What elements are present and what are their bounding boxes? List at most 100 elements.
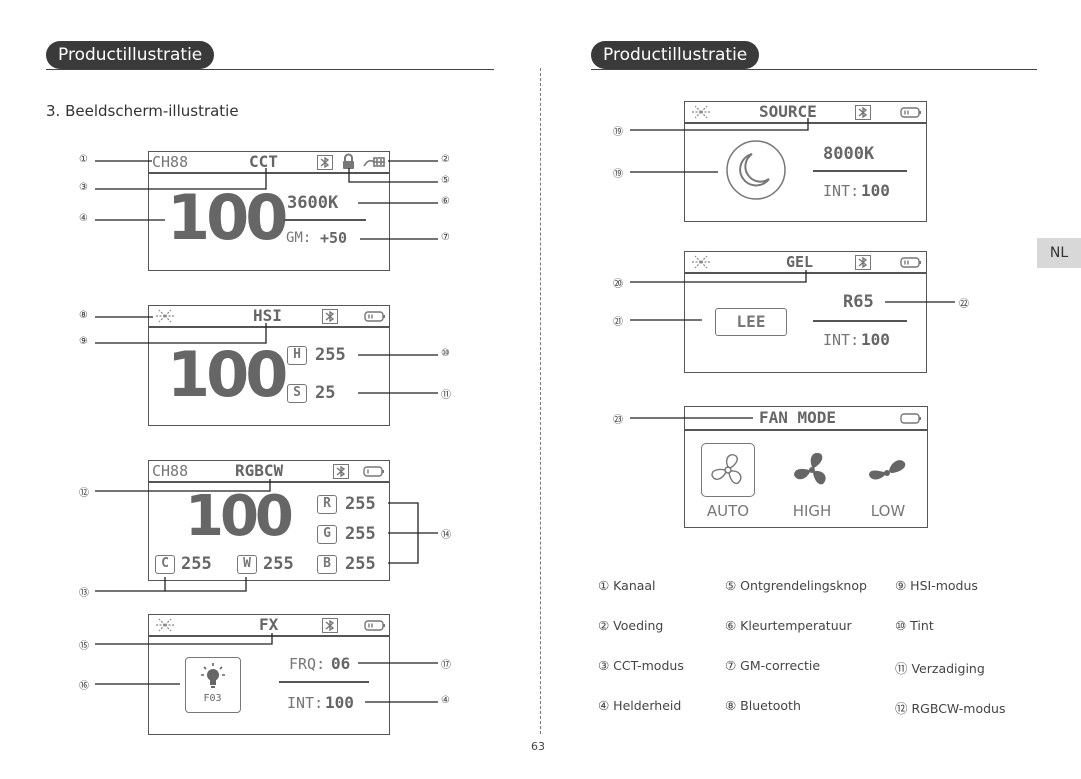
- gel-code: R65: [843, 292, 874, 312]
- callout-19: ⑲: [613, 127, 623, 138]
- effect-tile: F03: [185, 657, 241, 713]
- fan-option-high: HIGH: [792, 502, 832, 520]
- h-value: 255: [315, 345, 346, 365]
- moon-icon: [726, 140, 786, 200]
- callout-11: ⑪: [441, 390, 451, 401]
- frq-label: FRQ:: [289, 655, 326, 673]
- bluetooth-icon: [322, 309, 338, 324]
- callout-14: ⑭: [441, 530, 451, 541]
- fan-option-low: LOW: [870, 502, 906, 520]
- callout-19-moon: ⑲: [613, 169, 623, 180]
- callout-7: ⑦: [441, 232, 450, 243]
- battery-icon: [900, 107, 921, 118]
- w-value: 255: [263, 554, 294, 574]
- section-title: 3. Beeldscherm-illustratie: [46, 102, 239, 120]
- screen-cct: CH88 CCT 100 3600K GM: +50: [148, 151, 390, 271]
- battery-icon: [900, 413, 921, 424]
- battery-icon: [900, 257, 921, 268]
- bluetooth-fan-icon: [692, 255, 710, 269]
- legend-item: ⑪ Verzadiging: [895, 661, 985, 676]
- temperature-value: 3600K: [287, 193, 339, 213]
- bluetooth-icon: [855, 105, 871, 120]
- c-label: C: [155, 555, 175, 574]
- s-label: S: [287, 384, 307, 403]
- r-value: 255: [345, 494, 376, 514]
- bluetooth-icon: [333, 464, 349, 479]
- screen-fan-mode: FAN MODE AUTO HIGH LOW: [684, 406, 928, 528]
- fan-outline-icon: [711, 454, 742, 485]
- callout-5: ⑤: [441, 175, 450, 186]
- bluetooth-icon: [322, 618, 338, 633]
- language-tab: NL: [1037, 238, 1081, 268]
- gm-value: +50: [320, 229, 348, 247]
- w-label: W: [237, 555, 257, 574]
- callout-3: ③: [79, 182, 88, 193]
- screen-source: SOURCE 8000K INT: 100: [684, 101, 927, 222]
- legend-item: ② Voeding: [598, 618, 664, 633]
- r-label: R: [317, 495, 337, 514]
- mode-label: CCT: [249, 152, 278, 171]
- fan-option-auto: AUTO: [706, 502, 750, 520]
- callout-9: ⑨: [79, 336, 88, 347]
- frq-value: 06: [331, 654, 351, 673]
- mode-label: FAN MODE: [759, 408, 837, 427]
- brightness-value: 100: [185, 484, 294, 549]
- battery-icon: [364, 620, 385, 631]
- legend-item: ⑫ RGBCW-modus: [895, 701, 1006, 716]
- legend-item: ⑨ HSI-modus: [895, 578, 978, 593]
- b-value: 255: [345, 554, 376, 574]
- callout-10: ⑩: [441, 348, 450, 359]
- gm-label: GM:: [286, 230, 312, 246]
- b-label: B: [317, 555, 337, 574]
- left-header: Productillustratie: [46, 41, 215, 69]
- mode-label: GEL: [786, 253, 814, 271]
- temperature-value: 8000K: [823, 144, 875, 164]
- legend-item: ④ Helderheid: [598, 698, 682, 713]
- callout-2: ②: [441, 154, 450, 165]
- s-value: 25: [315, 383, 336, 403]
- right-header: Productillustratie: [591, 41, 760, 69]
- c-value: 255: [181, 554, 212, 574]
- left-header-rule: [46, 69, 494, 70]
- callout-4-fx: ④: [441, 695, 450, 706]
- mode-label: SOURCE: [759, 102, 817, 121]
- bluetooth-fan-icon: [692, 105, 710, 119]
- callout-13: ⑬: [79, 588, 89, 599]
- callout-12: ⑫: [79, 488, 89, 499]
- brightness-value: 100: [167, 338, 288, 411]
- screen-rgbcw: CH88 RGBCW 100 R 255 G 255 B 255 C 255 W…: [148, 460, 390, 581]
- mode-label: RGBCW: [235, 461, 284, 480]
- int-value: 100: [325, 693, 354, 712]
- battery-icon: [364, 311, 385, 322]
- battery-icon: [363, 466, 384, 477]
- h-label: H: [287, 346, 307, 365]
- callout-6: ⑥: [441, 196, 450, 207]
- fan-low-icon: [869, 460, 906, 480]
- bulb-icon: [201, 663, 225, 688]
- callout-20: ⑳: [613, 279, 623, 290]
- effect-code: F03: [203, 693, 222, 704]
- gel-brand: LEE: [715, 308, 787, 336]
- callout-1: ①: [79, 154, 88, 165]
- legend-item: ① Kanaal: [598, 578, 656, 593]
- legend-item: ⑧ Bluetooth: [725, 698, 801, 713]
- int-label: INT:: [823, 331, 860, 349]
- screen-hsi: HSI 100 H 255 S 25: [148, 305, 390, 426]
- legend-item: ⑦ GM-correctie: [725, 658, 821, 673]
- int-value: 100: [861, 330, 890, 349]
- g-value: 255: [345, 524, 376, 544]
- callout-17: ⑰: [441, 660, 451, 671]
- mode-label: HSI: [253, 306, 282, 325]
- legend-item: ③ CCT-modus: [598, 658, 684, 673]
- right-header-rule: [591, 69, 1037, 70]
- legend-item: ⑩ Tint: [895, 618, 934, 633]
- bluetooth-fan-icon: [156, 618, 174, 632]
- bluetooth-fan-icon: [156, 309, 174, 323]
- callout-21: ㉑: [613, 317, 623, 328]
- legend-item: ⑥ Kleurtemperatuur: [725, 618, 852, 633]
- int-label: INT:: [823, 182, 860, 200]
- bluetooth-icon: [855, 255, 871, 270]
- power-plug-icon: [363, 157, 385, 167]
- brightness-value: 100: [167, 181, 288, 254]
